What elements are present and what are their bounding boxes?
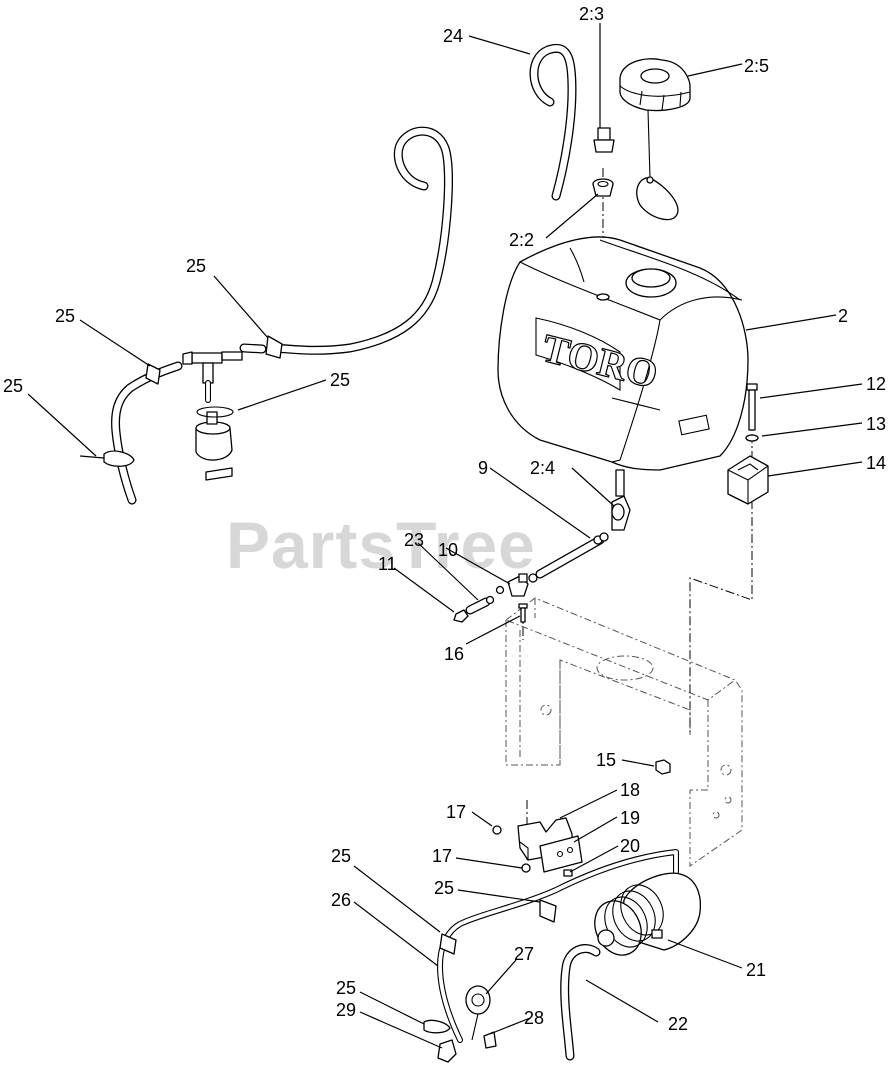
- connector-28: [483, 1031, 497, 1049]
- fitting-11: [453, 609, 469, 623]
- hose-clamps-mid: [528, 532, 609, 583]
- fuel-hose-9: [535, 535, 605, 579]
- callout-25-left: 25: [55, 306, 75, 326]
- mount-bolt-12: [746, 383, 758, 431]
- callout-11: 11: [378, 554, 397, 574]
- callout-24: 24: [443, 26, 463, 46]
- callout-28: 28: [524, 1008, 544, 1028]
- mount-block-14: [727, 455, 769, 505]
- callout-2-4: 2:4: [530, 458, 555, 478]
- callout-14: 14: [866, 453, 886, 473]
- callout-12: 12: [866, 374, 886, 394]
- callout-25-b1: 25: [331, 846, 351, 866]
- callout-19: 19: [620, 808, 640, 828]
- callout-27: 27: [514, 944, 534, 964]
- nut-15: [655, 759, 671, 775]
- frame-phantom: [504, 597, 743, 867]
- sensor-27: [465, 985, 491, 1041]
- hose-22: [560, 944, 601, 1061]
- washer-13: [745, 434, 759, 442]
- hose-clamps-lower: [423, 899, 557, 1034]
- fuel-line-upper: [239, 126, 453, 355]
- nut-17-lower: [521, 863, 531, 873]
- callout-17-top: 17: [446, 802, 466, 822]
- callout-25-b2: 25: [434, 878, 454, 898]
- callout-20: 20: [620, 836, 640, 856]
- callout-23: 23: [404, 530, 424, 550]
- tee-fitting: [182, 351, 243, 384]
- callout-18: 18: [620, 780, 640, 800]
- evap-line: [437, 849, 679, 1043]
- callout-2: 2: [838, 306, 848, 326]
- callout-13: 13: [866, 414, 886, 434]
- callout-9: 9: [478, 458, 488, 478]
- leader-lines: [27, 23, 863, 1049]
- callout-16: 16: [444, 644, 464, 664]
- callout-2-3: 2:3: [579, 4, 604, 24]
- elbow-29: [437, 1039, 457, 1063]
- plate-19: [539, 835, 583, 873]
- callout-10: 10: [438, 540, 458, 560]
- nut-17-upper: [492, 825, 502, 835]
- callout-17-bottom: 17: [432, 846, 452, 866]
- vent-hose-24: [529, 43, 577, 201]
- vent-valve: [592, 127, 615, 197]
- fuel-tank: TORO: [497, 236, 749, 531]
- callout-29: 29: [336, 1000, 356, 1020]
- callout-22: 22: [668, 1014, 688, 1034]
- fuel-cap: [619, 58, 691, 221]
- shutoff-valve-10: [495, 573, 529, 597]
- callout-25-farleft: 25: [3, 376, 23, 396]
- callout-25-filter: 25: [330, 370, 350, 390]
- bolt-16: [518, 603, 528, 623]
- callout-2-5: 2:5: [744, 56, 769, 76]
- fuel-hose-23: [465, 595, 495, 615]
- callout-25-b3: 25: [336, 978, 356, 998]
- charcoal-canister-21: [594, 872, 702, 956]
- screw-20: [563, 869, 573, 877]
- callout-25-top: 25: [186, 256, 206, 276]
- callout-21: 21: [746, 960, 766, 980]
- inline-fuel-filter: [195, 380, 234, 481]
- callout-26: 26: [331, 890, 351, 910]
- callouts: 24 2:3 2:5 2:2 2 25 25 25 25 12 13 14 2:…: [3, 4, 886, 1034]
- callout-15: 15: [596, 750, 616, 770]
- fuel-line-left: [111, 361, 183, 505]
- hose-clamps-upper: [79, 335, 283, 467]
- callout-2-2: 2:2: [509, 230, 534, 250]
